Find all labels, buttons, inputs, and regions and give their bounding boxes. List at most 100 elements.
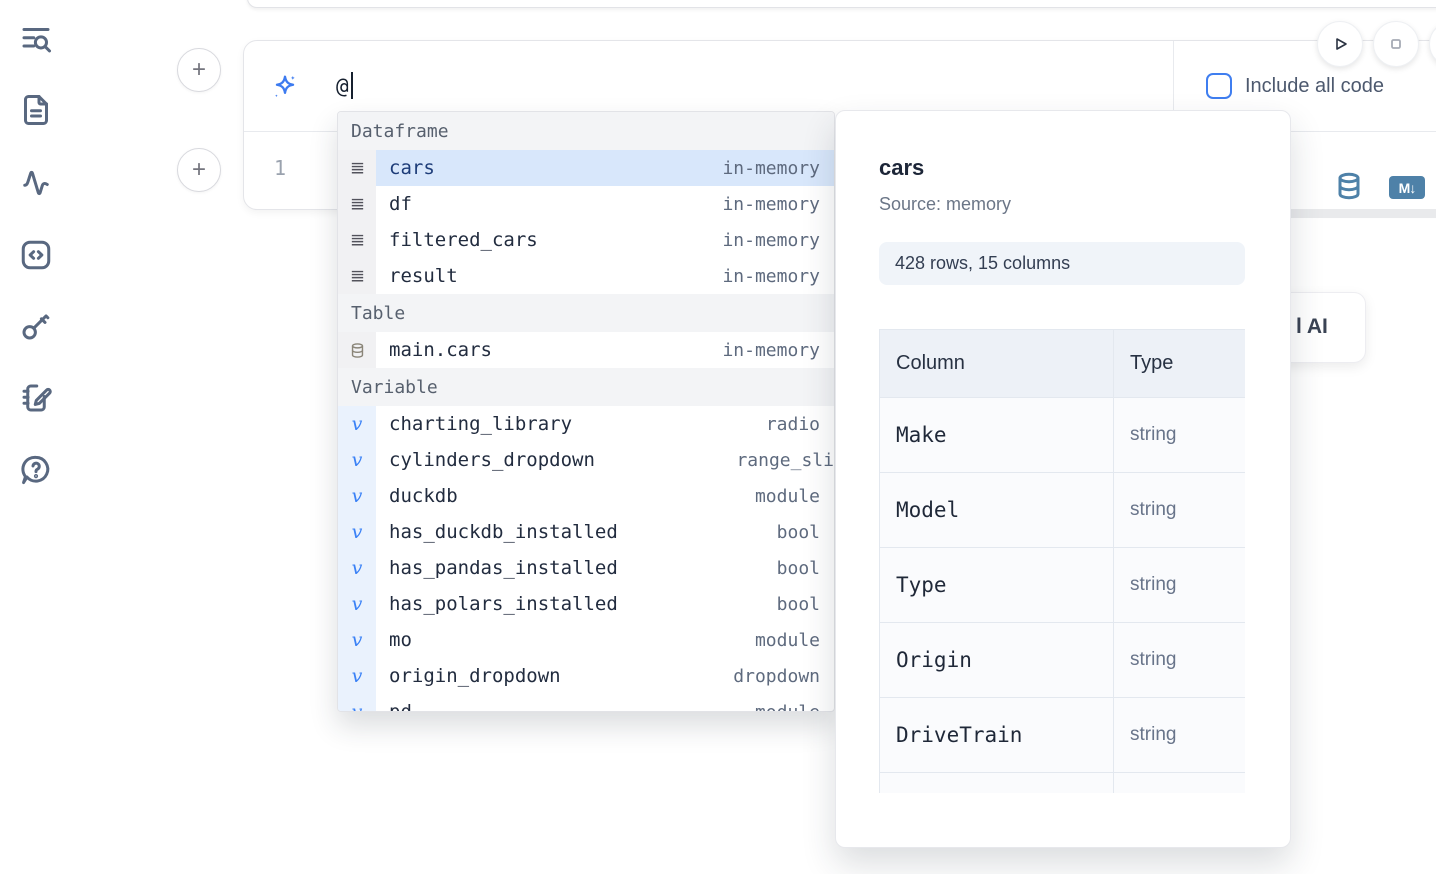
table-row: DriveTrain string <box>879 697 1245 773</box>
item-type: in-memory <box>722 229 820 251</box>
item-type: bool <box>776 521 820 543</box>
help-chat-icon <box>18 452 54 493</box>
sidebar-item-scratchpad[interactable] <box>16 380 56 420</box>
column-name: DriveTrain <box>879 697 1114 773</box>
column-name: Model <box>879 472 1114 548</box>
variable-icon: v <box>338 586 376 622</box>
autocomplete-item-main-cars[interactable]: main.cars in-memory <box>338 332 834 368</box>
column-type: string <box>1113 397 1245 473</box>
column-type: string <box>1113 697 1245 773</box>
item-name: charting_library <box>389 413 573 435</box>
item-type: bool <box>776 593 820 615</box>
dataframe-rows-icon <box>338 222 376 258</box>
item-type: radio <box>765 413 820 435</box>
autocomplete-section-header: Table <box>338 294 834 332</box>
table-database-icon <box>338 332 376 368</box>
variable-icon: v <box>338 658 376 694</box>
sidebar-item-secrets[interactable] <box>16 308 56 348</box>
table-row: Model string <box>879 472 1245 548</box>
item-type: in-memory <box>722 265 820 287</box>
item-name: has_duckdb_installed <box>389 521 618 543</box>
code-square-icon <box>18 237 54 278</box>
schema-table: Column Type Make string Model string Typ… <box>879 329 1245 793</box>
convert-to-sql-button[interactable] <box>1334 171 1364 203</box>
column-name: Make <box>879 397 1114 473</box>
sidebar-item-help[interactable] <box>16 452 56 492</box>
autocomplete-item-duckdb[interactable]: v duckdb module <box>338 478 834 514</box>
key-icon <box>18 308 54 349</box>
add-cell-above-button[interactable]: + <box>177 48 221 92</box>
stop-icon <box>1391 39 1401 49</box>
sidebar-item-files[interactable] <box>16 92 56 132</box>
variable-icon: v <box>338 406 376 442</box>
table-row-clipped <box>879 772 1245 793</box>
column-type: string <box>1113 622 1245 698</box>
include-all-code-checkbox[interactable] <box>1206 73 1232 99</box>
dataframe-details-popover: cars Source: memory 428 rows, 15 columns… <box>835 110 1291 848</box>
autocomplete-item-df[interactable]: df in-memory <box>338 186 834 222</box>
ai-sparkle-icon <box>271 73 299 101</box>
variable-icon: v <box>338 550 376 586</box>
dataframe-rows-icon <box>338 258 376 294</box>
table-row: Make string <box>879 397 1245 473</box>
autocomplete-item-charting-library[interactable]: v charting_library radio <box>338 406 834 442</box>
add-cell-below-button[interactable]: + <box>177 148 221 192</box>
scratchpad-icon <box>18 380 54 421</box>
item-name: has_polars_installed <box>389 593 618 615</box>
previous-cell-bottom-edge <box>247 0 1436 8</box>
stop-cell-button[interactable] <box>1373 21 1419 67</box>
variable-icon: v <box>338 694 376 711</box>
table-row: Type string <box>879 547 1245 623</box>
autocomplete-item-has-polars-installed[interactable]: v has_polars_installed bool <box>338 586 834 622</box>
column-name: Type <box>879 547 1114 623</box>
database-icon <box>1338 172 1360 200</box>
convert-to-markdown-button[interactable]: M↓ <box>1389 176 1425 199</box>
item-type: module <box>754 701 820 712</box>
item-type: module <box>754 485 820 507</box>
sidebar-item-tracing[interactable] <box>16 165 56 205</box>
sidebar-item-snippets[interactable] <box>16 237 56 277</box>
variable-icon: v <box>338 442 376 478</box>
activity-icon <box>18 165 54 206</box>
schema-table-wrap: Column Type Make string Model string Typ… <box>879 329 1245 793</box>
ai-row-divider <box>1173 41 1174 131</box>
item-type: in-memory <box>722 339 820 361</box>
include-all-code-label: Include all code <box>1245 74 1384 97</box>
table-row: Origin string <box>879 622 1245 698</box>
popover-source: Source: memory <box>879 194 1012 214</box>
item-type: in-memory <box>722 193 820 215</box>
item-name: has_pandas_installed <box>389 557 618 579</box>
column-type: string <box>1113 547 1245 623</box>
text-caret <box>350 72 353 99</box>
popover-summary-badge: 428 rows, 15 columns <box>879 242 1245 285</box>
item-type: range_sli <box>736 449 834 471</box>
line-number: 1 <box>274 156 287 180</box>
item-name: pd <box>389 701 412 712</box>
dataframe-rows-icon <box>338 150 376 186</box>
item-type: dropdown <box>733 665 820 687</box>
item-name: duckdb <box>389 485 458 507</box>
item-name: df <box>389 193 412 215</box>
autocomplete-item-partial[interactable]: v pd module <box>338 694 834 712</box>
ai-action-label: l AI <box>1296 315 1328 338</box>
autocomplete-section-header: Dataframe <box>338 112 834 150</box>
ai-prompt-input[interactable]: @ <box>336 72 353 99</box>
item-name: main.cars <box>389 339 492 361</box>
sidebar-item-table-of-contents[interactable] <box>16 22 56 62</box>
run-cell-button[interactable] <box>1317 21 1363 67</box>
column-name: Origin <box>879 622 1114 698</box>
variable-icon: v <box>338 478 376 514</box>
item-type: in-memory <box>722 157 820 179</box>
code-editor-row[interactable]: 1 <box>244 132 1436 210</box>
item-name: mo <box>389 629 412 651</box>
popover-title: cars <box>879 155 925 180</box>
